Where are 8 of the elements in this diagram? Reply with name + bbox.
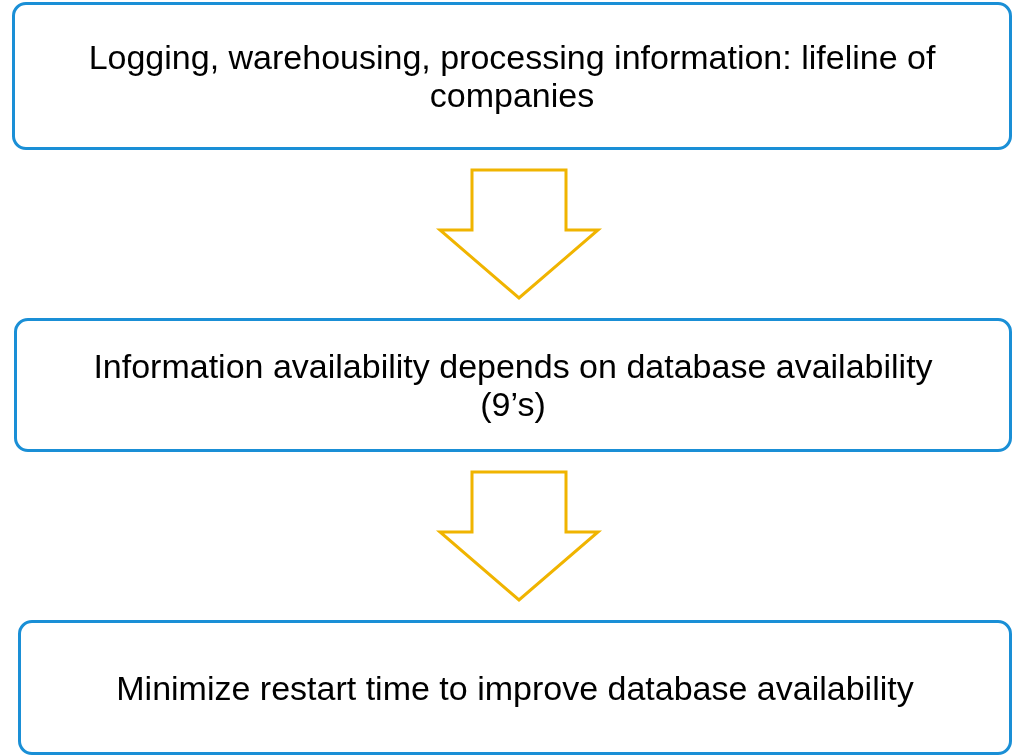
box-text: Information availability depends on database availability (9’s) <box>92 347 934 423</box>
block-arrow <box>435 168 603 300</box>
process-box <box>18 620 1012 755</box>
box-text: Minimize restart time to improve database availability <box>115 668 915 707</box>
process-box <box>12 2 1012 150</box>
box-text: Logging, warehousing, processing information: lifeline of companies <box>87 38 937 114</box>
process-box <box>14 318 1012 452</box>
block-arrow <box>435 470 603 602</box>
